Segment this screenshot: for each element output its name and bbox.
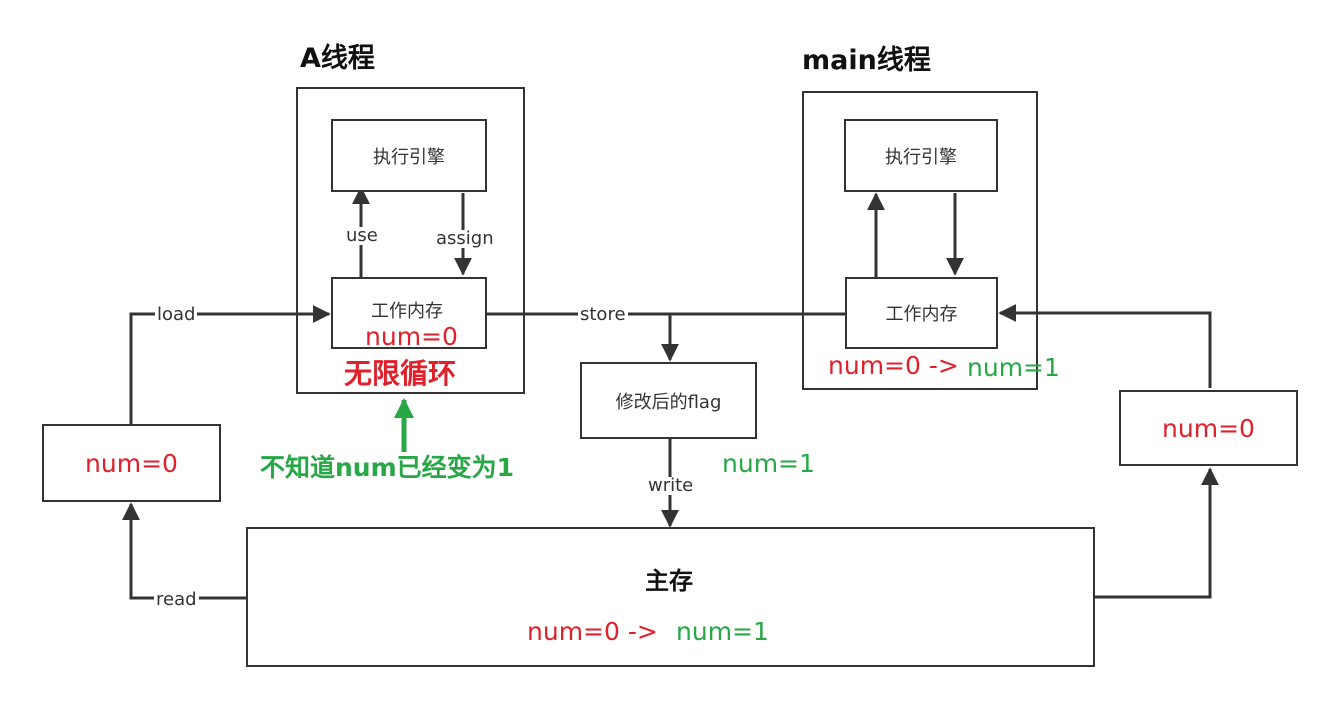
thread-a-work-memory-value: num=0 <box>365 322 458 351</box>
thread-a-work-memory-label: 工作内存 <box>371 301 443 322</box>
write-label: write <box>646 475 696 496</box>
use-label: use <box>344 225 380 246</box>
thread-main-container <box>802 91 1038 390</box>
modified-flag-box: 修改后的flag <box>580 362 757 439</box>
left-buffer-box: num=0 <box>42 424 221 502</box>
modified-flag-label: 修改后的flag <box>615 391 722 413</box>
main-memory-box: 主存 num=0 -> num=1 <box>246 527 1095 667</box>
store-label: store <box>578 304 628 325</box>
thread-main-engine-box: 执行引擎 <box>844 119 998 192</box>
main-memory-value-after: num=1 <box>676 617 769 646</box>
infinite-loop-note: 无限循环 <box>344 357 457 390</box>
main-load-arrow <box>998 304 1212 388</box>
unaware-note: 不知道num已经变为1 <box>260 453 515 482</box>
right-buffer-value: num=0 <box>1162 413 1255 443</box>
main-memory-value-before: num=0 -> <box>527 617 658 646</box>
main-memory-title: 主存 <box>645 567 693 595</box>
assign-label: assign <box>434 228 496 249</box>
thread-a-work-memory-box: 工作内存 num=0 <box>331 277 487 349</box>
thread-main-work-memory-label: 工作内存 <box>885 304 958 325</box>
modified-flag-value: num=1 <box>722 449 815 478</box>
load-arrow <box>129 305 331 424</box>
thread-main-work-memory-box: 工作内存 <box>845 277 998 349</box>
thread-a-container <box>296 87 525 394</box>
thread-main-value-before: num=0 -> <box>828 351 959 380</box>
left-buffer-value: num=0 <box>85 448 178 478</box>
right-buffer-box: num=0 <box>1119 390 1298 466</box>
read-arrow <box>122 502 246 600</box>
thread-main-engine-label: 执行引擎 <box>885 146 957 168</box>
thread-a-engine-label: 执行引擎 <box>373 146 445 168</box>
thread-main-value-after: num=1 <box>967 353 1060 382</box>
load-label: load <box>155 304 198 325</box>
main-read-arrow <box>1095 467 1219 599</box>
thread-a-title: A线程 <box>300 43 375 74</box>
read-label: read <box>154 589 199 610</box>
thread-main-title: main线程 <box>802 45 931 76</box>
thread-a-engine-box: 执行引擎 <box>331 119 487 192</box>
